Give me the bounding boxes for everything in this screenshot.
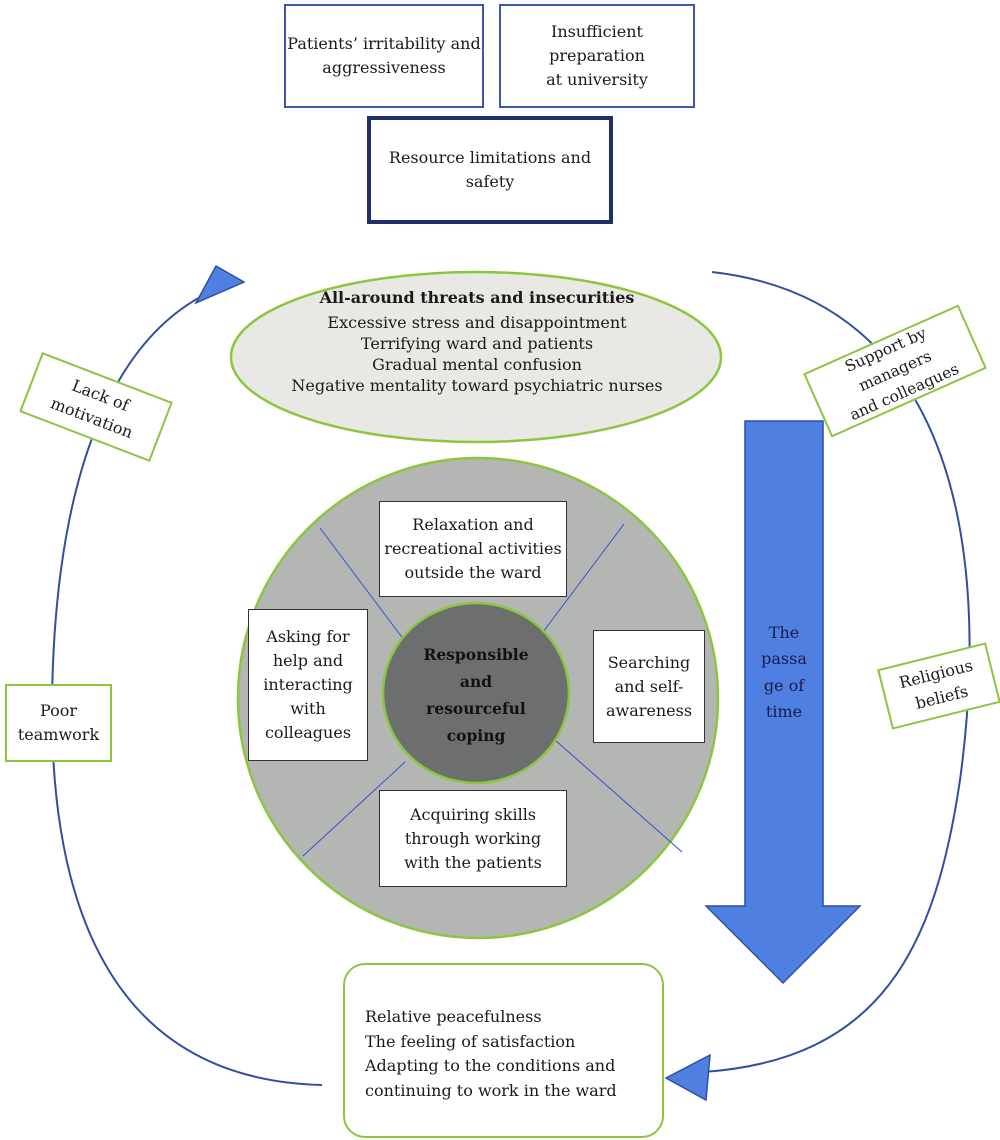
- resource-limitations-line-2: safety: [465, 172, 515, 191]
- patients-irritability-box: Patients’ irritability and aggressivenes…: [284, 4, 484, 108]
- insufficient-preparation-box: Insufficient preparation at university: [499, 4, 695, 108]
- acquiring-skills-box: Acquiring skills through working with th…: [379, 790, 567, 887]
- time-line-4: time: [765, 702, 803, 721]
- insufficient-preparation-line-1: Insufficient preparation: [549, 22, 645, 65]
- coping-core-label: Responsible and resourceful coping: [396, 640, 556, 750]
- insufficient-preparation-line-2: at university: [546, 70, 648, 89]
- divider-nw: [319, 527, 405, 641]
- coping-core: [381, 601, 571, 785]
- resource-limitations-box: Resource limitations and safety: [367, 116, 613, 224]
- resource-limitations-line-1: Resource limitations and: [388, 148, 592, 167]
- acquiring-line-3: with the patients: [404, 852, 542, 872]
- time-line-1: The: [768, 622, 800, 642]
- outcome-line-4: continuing to work in the ward: [365, 1080, 617, 1100]
- asking-line-3: interacting: [263, 675, 353, 694]
- divider-sw: [302, 761, 406, 857]
- relaxation-line-2: recreational activities: [384, 539, 562, 558]
- acquiring-line-1: Acquiring skills: [409, 804, 537, 824]
- divider-se: [554, 739, 683, 853]
- threats-item-3: Gradual mental confusion: [372, 355, 582, 374]
- acquiring-line-2: through working: [404, 828, 542, 848]
- time-arrow-label: The passa ge of time: [745, 615, 823, 730]
- core-line-2: and: [459, 672, 493, 691]
- threats-item-4: Negative mentality toward psychiatric nu…: [291, 376, 663, 395]
- core-line-1: Responsible: [423, 645, 529, 664]
- time-arrow-shape: [704, 420, 862, 985]
- relaxation-line-1: Relaxation and: [412, 515, 534, 534]
- poor-teamwork-line-1: Poor: [39, 701, 78, 720]
- core-line-4: coping: [446, 726, 506, 745]
- poor-teamwork-line-2: teamwork: [17, 725, 100, 744]
- self-awareness-box: Searching and self- awareness: [593, 630, 705, 743]
- relaxation-line-3: outside the ward: [404, 563, 542, 582]
- asking-for-help-box: Asking for help and interacting with col…: [248, 609, 368, 761]
- threats-content: All-around threats and insecurities Exce…: [260, 286, 694, 396]
- patients-irritability-line-2: aggressiveness: [322, 58, 446, 77]
- self-awareness-line-3: awareness: [605, 700, 693, 720]
- outcome-box: Relative peacefulness The feeling of sat…: [343, 963, 664, 1138]
- self-awareness-line-1: Searching: [607, 652, 691, 672]
- time-line-2: passa: [761, 649, 807, 668]
- outcome-line-1: Relative peacefulness: [365, 1007, 542, 1026]
- divider-ne: [539, 523, 625, 637]
- relaxation-box: Relaxation and recreational activities o…: [379, 501, 567, 597]
- asking-line-1: Asking for: [266, 627, 350, 646]
- outcome-line-2: The feeling of satisfaction: [365, 1031, 576, 1051]
- poor-teamwork-label: Poor teamwork: [5, 684, 112, 762]
- threats-title: All-around threats and insecurities: [319, 288, 635, 307]
- asking-line-4: with: [290, 699, 326, 718]
- self-awareness-line-2: and self-: [614, 676, 684, 696]
- outcome-line-3: Adapting to the conditions and: [365, 1056, 616, 1075]
- core-line-3: resourceful: [426, 699, 526, 718]
- threats-ellipse: [229, 270, 723, 444]
- asking-line-5: colleagues: [264, 723, 352, 742]
- threats-item-1: Excessive stress and disappointment: [327, 313, 627, 332]
- cycle-left-arrowhead: [194, 264, 246, 305]
- asking-line-2: help and: [272, 651, 344, 670]
- patients-irritability-line-1: Patients’ irritability and: [287, 34, 481, 53]
- threats-item-2: Terrifying ward and patients: [360, 334, 594, 353]
- cycle-right-arrowhead: [664, 1053, 711, 1102]
- time-line-3: ge of: [763, 675, 805, 695]
